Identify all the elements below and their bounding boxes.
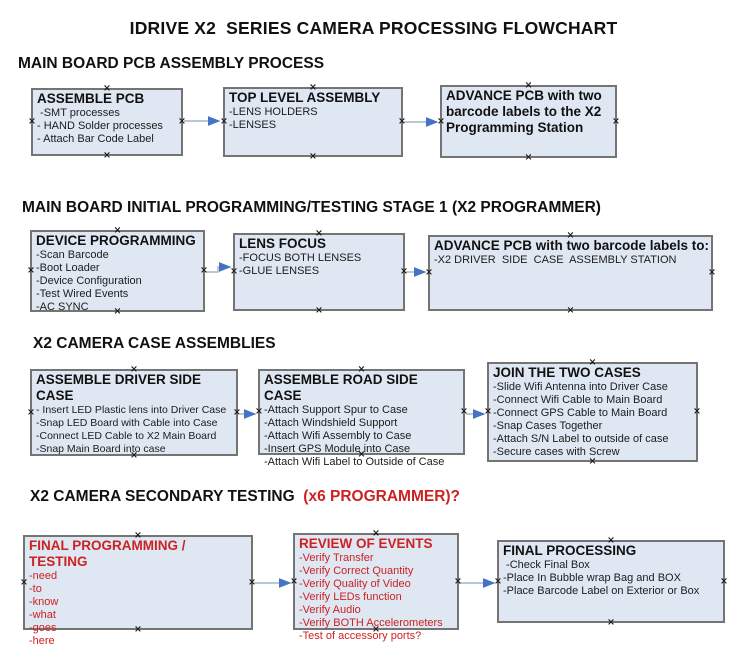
box-item: -Place Barcode Label on Exterior or Box bbox=[503, 585, 700, 597]
box-item: -Slide Wifi Antenna into Driver Case bbox=[493, 381, 668, 393]
box-item: -Attach Wifi Label to Outside of Case bbox=[264, 456, 445, 468]
box-assemble-driver-side-case[interactable]: ASSEMBLE DRIVER SIDE CASE - Insert LED P… bbox=[27, 365, 241, 461]
box-item: -FOCUS BOTH LENSES bbox=[239, 252, 362, 264]
box-title: JOIN THE TWO CASES bbox=[493, 365, 641, 380]
section-heading-text: MAIN BOARD INITIAL PROGRAMMING/TESTING S… bbox=[22, 199, 601, 216]
box-join-the-two-cases[interactable]: JOIN THE TWO CASES -Slide Wifi Antenna i… bbox=[484, 358, 701, 467]
box-title: ASSEMBLE DRIVER SIDE CASE bbox=[36, 372, 205, 403]
box-title: ASSEMBLE PCB bbox=[37, 91, 145, 106]
section-heading-text: MAIN BOARD PCB ASSEMBLY PROCESS bbox=[18, 55, 325, 72]
box-item: -Snap Cases Together bbox=[493, 420, 603, 432]
section-heading-text: X2 CAMERA SECONDARY TESTING bbox=[30, 488, 295, 505]
box-item: -Verify LEDs function bbox=[299, 591, 402, 603]
box-final-programming-testing[interactable]: FINAL PROGRAMMING / TESTING -need -to -k… bbox=[20, 531, 256, 647]
box-item: -GLUE LENSES bbox=[239, 265, 320, 277]
box-item: -Place In Bubble wrap Bag and BOX bbox=[503, 572, 681, 584]
section-heading-case-assemblies: X2 CAMERA CASE ASSEMBLIES bbox=[33, 335, 276, 353]
box-item: - HAND Solder processes bbox=[37, 120, 163, 132]
box-review-of-events[interactable]: REVIEW OF EVENTS -Verify Transfer -Verif… bbox=[290, 529, 462, 642]
box-item: -know bbox=[29, 596, 59, 608]
box-title: ADVANCE PCB with two barcode labels to: bbox=[434, 238, 710, 253]
section-heading-pcb-assembly: MAIN BOARD PCB ASSEMBLY PROCESS bbox=[18, 55, 324, 73]
page-title: IDRIVE X2 SERIES CAMERA PROCESSING FLOWC… bbox=[129, 18, 618, 38]
box-device-programming[interactable]: DEVICE PROGRAMMING -Scan Barcode -Boot L… bbox=[27, 226, 208, 317]
box-advance-pcb-driver-side[interactable]: ADVANCE PCB with two barcode labels to: … bbox=[425, 231, 716, 316]
box-item: -Attach S/N Label to outside of case bbox=[493, 433, 669, 445]
box-item: -Device Configuration bbox=[36, 275, 142, 287]
box-item: -Verify Audio bbox=[299, 604, 361, 616]
flow-arrow[interactable] bbox=[206, 262, 232, 273]
box-item: -need bbox=[29, 570, 58, 582]
box-assemble-pcb[interactable]: ASSEMBLE PCB -SMT processes - HAND Solde… bbox=[28, 84, 186, 161]
box-title: FINAL PROCESSING bbox=[503, 543, 637, 558]
box-item: -Snap Main Board into case bbox=[36, 443, 166, 455]
box-item: -Boot Loader bbox=[36, 262, 100, 274]
box-item: -Verify Quality of Video bbox=[299, 578, 411, 590]
box-item: -Secure cases with Screw bbox=[493, 446, 620, 458]
box-item: -SMT processes bbox=[37, 107, 120, 119]
box-item: -X2 DRIVER SIDE CASE ASSEMBLY STATION bbox=[434, 254, 677, 266]
box-item: -Attach Support Spur to Case bbox=[264, 404, 408, 416]
box-title: DEVICE PROGRAMMING bbox=[36, 233, 196, 248]
box-item: -Connect Wifi Cable to Main Board bbox=[493, 394, 663, 406]
box-item: -Connect LED Cable to X2 Main Board bbox=[36, 430, 217, 442]
box-advance-pcb-programming-station[interactable]: ADVANCE PCB with two barcode labels to t… bbox=[437, 81, 620, 163]
box-item: -Snap LED Board with Cable into Case bbox=[36, 417, 218, 429]
box-item: -LENS HOLDERS bbox=[229, 106, 318, 118]
box-item: -Verify Correct Quantity bbox=[299, 565, 414, 577]
box-item: -Insert GPS Module into Case bbox=[264, 443, 411, 455]
box-item: -Verify BOTH Accelerometers bbox=[299, 617, 443, 629]
box-item: -Connect GPS Cable to Main Board bbox=[493, 407, 668, 419]
box-title: LENS FOCUS bbox=[239, 236, 327, 251]
box-title: ASSEMBLE ROAD SIDE CASE bbox=[264, 372, 422, 403]
box-title: FINAL PROGRAMMING / TESTING bbox=[29, 538, 190, 569]
section-heading-secondary-testing: X2 CAMERA SECONDARY TESTING (x6 PROGRAMM… bbox=[30, 488, 460, 506]
box-item: -Scan Barcode bbox=[36, 249, 109, 261]
box-title: ADVANCE PCB with two barcode labels to t… bbox=[446, 88, 606, 135]
box-item: -here bbox=[29, 635, 55, 647]
section-heading-initial-programming: MAIN BOARD INITIAL PROGRAMMING/TESTING S… bbox=[22, 199, 601, 217]
section-heading-text: X2 CAMERA CASE ASSEMBLIES bbox=[33, 335, 276, 352]
box-item: - Attach Bar Code Label bbox=[37, 133, 154, 145]
box-assemble-road-side-case[interactable]: ASSEMBLE ROAD SIDE CASE -Attach Support … bbox=[255, 365, 468, 468]
box-item: -Attach Wifi Assembly to Case bbox=[264, 430, 412, 442]
box-item: -what bbox=[29, 609, 56, 621]
box-item: -LENSES bbox=[229, 119, 277, 131]
box-lens-focus[interactable]: LENS FOCUS -FOCUS BOTH LENSES -GLUE LENS… bbox=[230, 229, 408, 316]
box-item: -Attach Windshield Support bbox=[264, 417, 398, 429]
box-title: REVIEW OF EVENTS bbox=[299, 536, 433, 551]
box-item: -Verify Transfer bbox=[299, 552, 374, 564]
section-heading-red-suffix: (x6 PROGRAMMER)? bbox=[294, 488, 461, 505]
box-item: -AC SYNC bbox=[36, 301, 89, 313]
box-top-level-assembly[interactable]: TOP LEVEL ASSEMBLY -LENS HOLDERS -LENSES… bbox=[220, 83, 406, 162]
box-item: -Check Final Box bbox=[503, 559, 590, 571]
box-item: -goes bbox=[29, 622, 57, 634]
box-item: -to bbox=[29, 583, 42, 595]
box-item: - Insert LED Plastic lens into Driver Ca… bbox=[36, 404, 227, 416]
box-item: -Test Wired Events bbox=[36, 288, 129, 300]
box-title: TOP LEVEL ASSEMBLY bbox=[229, 90, 381, 105]
box-final-processing[interactable]: FINAL PROCESSING -Check Final Box -Place… bbox=[494, 536, 728, 628]
box-item: -Test of accessory ports? bbox=[299, 630, 422, 642]
